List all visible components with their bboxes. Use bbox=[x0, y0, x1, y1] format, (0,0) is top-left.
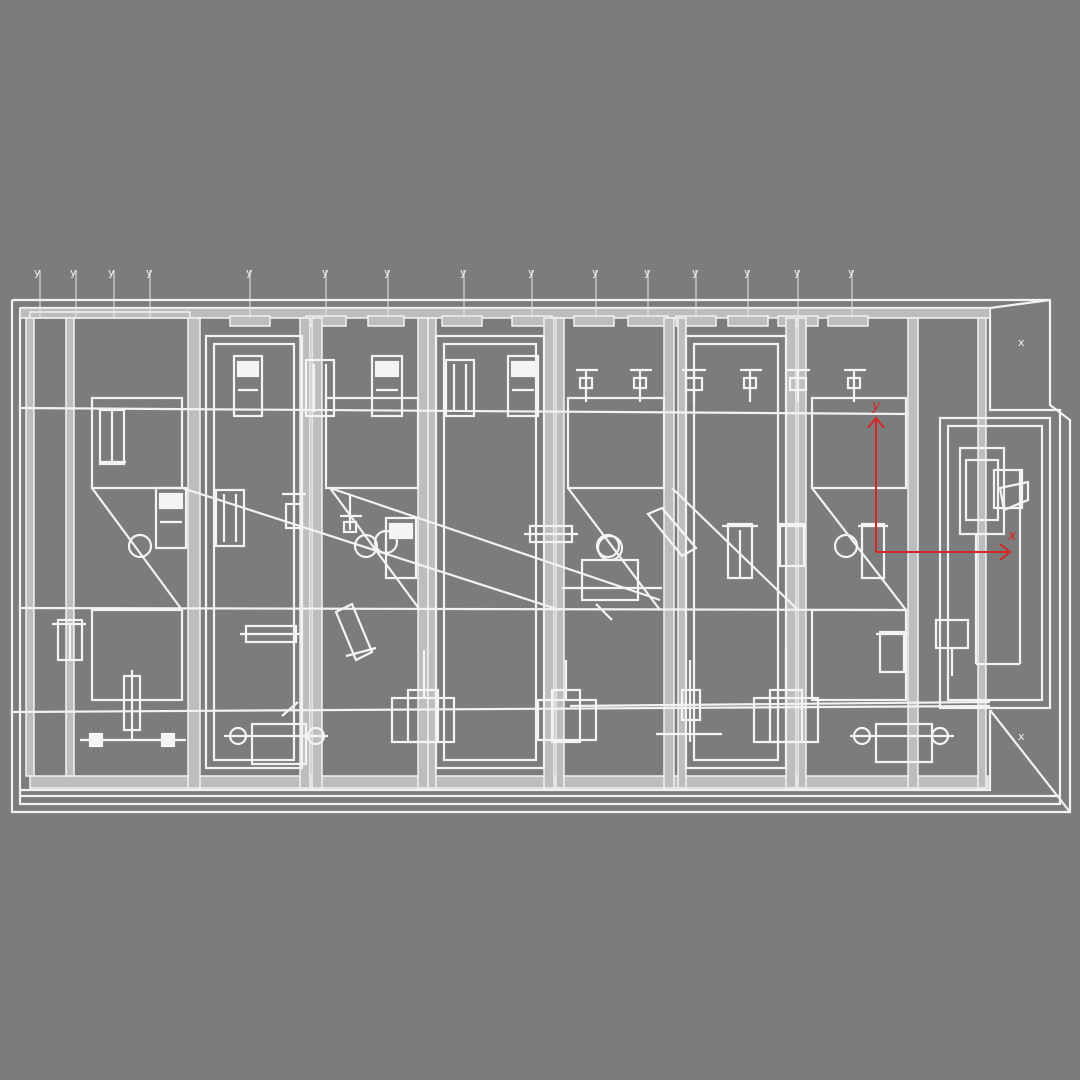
gizmo-y-arrowhead bbox=[867, 416, 885, 429]
pivot-y: y bbox=[744, 266, 751, 279]
pivot-y: y bbox=[692, 266, 699, 279]
valve-11 bbox=[778, 522, 806, 568]
transform-gizmo[interactable]: y x bbox=[867, 398, 1017, 561]
roller-2 bbox=[524, 524, 578, 544]
inclined-arrow bbox=[281, 701, 299, 717]
pivot-y: y bbox=[794, 266, 801, 279]
drive-2 bbox=[536, 660, 598, 744]
right-room bbox=[938, 416, 1052, 710]
sifter-7 bbox=[214, 488, 246, 548]
valve-10 bbox=[722, 522, 758, 580]
valve-16 bbox=[992, 468, 1030, 512]
pivot-markers: y y y y y y y y y y y y y y y x x bbox=[34, 266, 1025, 743]
sifter-8 bbox=[384, 516, 418, 580]
valve-1 bbox=[576, 368, 598, 402]
valve-2 bbox=[630, 368, 652, 402]
sifter-3 bbox=[370, 354, 404, 418]
valve-13 bbox=[52, 618, 86, 662]
pivot-x: x bbox=[1018, 336, 1025, 349]
valve-9 bbox=[340, 494, 362, 534]
cyclone-2 bbox=[353, 533, 379, 559]
roller-1 bbox=[240, 624, 300, 644]
sifter-1 bbox=[232, 354, 264, 418]
drive-1 bbox=[390, 650, 456, 744]
central-separator bbox=[562, 534, 662, 621]
cyclone-4 bbox=[595, 533, 621, 559]
sifter-2 bbox=[304, 358, 336, 418]
gizmo-x-arrowhead bbox=[999, 543, 1012, 561]
pivot-x: x bbox=[1018, 730, 1025, 743]
roller-4 bbox=[224, 722, 328, 766]
valve-3 bbox=[682, 368, 706, 402]
angled-mill-2 bbox=[646, 506, 698, 558]
bays bbox=[90, 334, 908, 770]
pivot-y: y bbox=[246, 266, 253, 279]
angled-mill-1 bbox=[334, 602, 377, 662]
valve-15 bbox=[934, 618, 970, 676]
drive-3 bbox=[752, 650, 820, 744]
pivot-y: y bbox=[528, 266, 535, 279]
roller-mills[interactable] bbox=[80, 524, 954, 766]
sifter-4 bbox=[444, 358, 476, 418]
sifter-5 bbox=[506, 354, 540, 418]
pivot-y: y bbox=[460, 266, 467, 279]
roller-5 bbox=[656, 660, 722, 742]
gizmo-y-label: y bbox=[871, 398, 881, 414]
valve-7 bbox=[98, 408, 126, 466]
pivot-y: y bbox=[384, 266, 391, 279]
pivot-y: y bbox=[644, 266, 651, 279]
gizmo-x-label: x bbox=[1007, 528, 1017, 544]
vertical-columns bbox=[25, 317, 987, 789]
roller-3 bbox=[80, 670, 186, 748]
roller-6 bbox=[850, 722, 954, 764]
cyclone-5 bbox=[833, 533, 859, 559]
pivot-y: y bbox=[34, 266, 41, 279]
pivot-y: y bbox=[146, 266, 153, 279]
sifter-row[interactable] bbox=[154, 354, 540, 580]
drive-units[interactable] bbox=[281, 506, 820, 744]
cyclone-1 bbox=[127, 533, 153, 559]
valve-stacks[interactable] bbox=[52, 368, 1030, 676]
floor-band bbox=[20, 775, 1060, 798]
pivot-y: y bbox=[108, 266, 115, 279]
valve-8 bbox=[282, 492, 306, 530]
valve-6 bbox=[844, 368, 866, 402]
pivot-y: y bbox=[848, 266, 855, 279]
valve-4 bbox=[740, 368, 762, 402]
drop-pipes bbox=[39, 270, 853, 318]
valve-14 bbox=[876, 630, 908, 674]
sifter-6 bbox=[154, 486, 188, 550]
top-rail bbox=[19, 307, 991, 327]
pivot-y: y bbox=[70, 266, 77, 279]
pivot-y: y bbox=[592, 266, 599, 279]
guide-lines bbox=[11, 406, 991, 714]
pivot-y: y bbox=[322, 266, 329, 279]
valve-5 bbox=[786, 368, 810, 402]
